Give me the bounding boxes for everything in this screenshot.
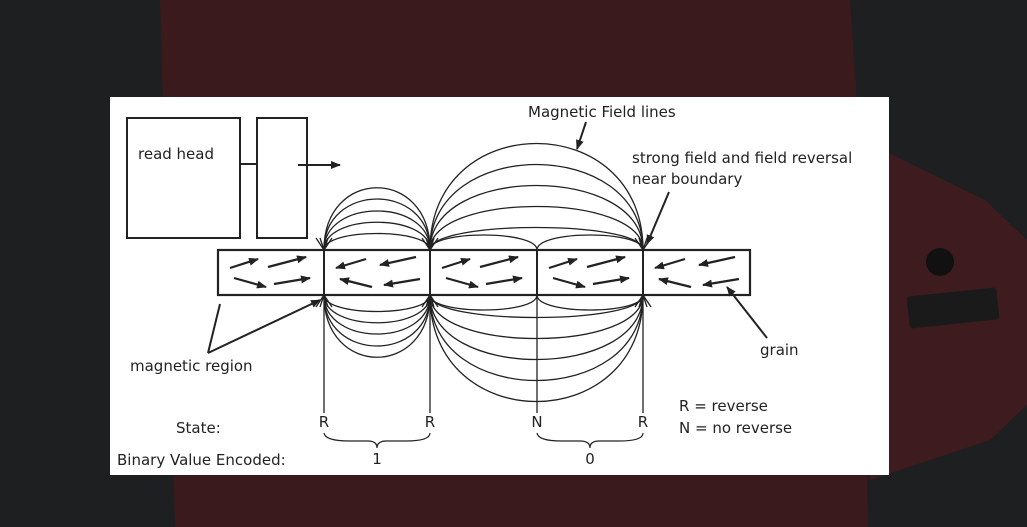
field-line <box>429 205 644 251</box>
field-line <box>323 221 431 251</box>
state-r-2: R <box>425 413 435 431</box>
magnetic-region-pointer-a <box>207 299 321 354</box>
field-fan <box>323 237 333 251</box>
grain-arrow <box>383 277 421 288</box>
field-line <box>429 164 644 251</box>
grain-arrow <box>586 255 626 269</box>
field-line <box>323 210 431 251</box>
field-fan <box>319 237 325 251</box>
strong-field-label-line1: strong field and field reversal <box>632 149 852 167</box>
grain-arrow <box>552 276 586 289</box>
grain-arrow <box>654 257 686 270</box>
diagram-panel: read head Magnetic Field lines strong fi… <box>110 97 889 475</box>
state-lines <box>323 295 644 413</box>
field-line <box>323 294 431 358</box>
field-fan <box>638 237 644 251</box>
state-label: State: <box>176 419 221 437</box>
strong-field-label-line2: near boundary <box>632 170 742 188</box>
field-line <box>323 294 431 347</box>
field-line <box>323 294 431 313</box>
read-head <box>126 117 308 239</box>
grain-arrow <box>485 275 523 286</box>
grain-arrow <box>267 255 307 269</box>
field-line <box>429 226 644 251</box>
grain-arrow <box>702 277 740 288</box>
field-fan <box>323 294 333 308</box>
knob-icon <box>926 248 954 276</box>
field-line <box>323 187 431 251</box>
grain-pointer <box>726 286 768 339</box>
read-head-label: read head <box>138 145 214 163</box>
field-fan <box>429 237 439 251</box>
grain-arrow <box>658 277 692 289</box>
grain-label: grain <box>760 341 799 359</box>
state-r-1: R <box>319 413 329 431</box>
grain-arrow <box>335 257 367 270</box>
field-line <box>323 294 431 335</box>
grain-arrow <box>479 255 519 269</box>
field-lines-pointer <box>576 121 587 150</box>
grain-arrow <box>698 255 736 267</box>
field-line <box>429 184 644 251</box>
legend-reverse: R = reverse <box>679 397 768 415</box>
field-lines-label: Magnetic Field lines <box>528 103 676 121</box>
brace-bit-0 <box>536 432 644 449</box>
grain-arrow <box>273 275 311 286</box>
magnetic-strip <box>216 248 752 297</box>
grain-arrow <box>339 277 373 289</box>
field-fan <box>429 294 439 308</box>
field-fan <box>425 237 431 251</box>
magnetic-region-label: magnetic region <box>130 357 253 375</box>
grain-arrows <box>229 255 740 289</box>
magnetic-region-pointer-b <box>207 303 221 354</box>
field-line <box>323 294 431 324</box>
magnetic-storage-diagram: read head Magnetic Field lines strong fi… <box>117 103 852 469</box>
grain-arrow <box>548 257 578 270</box>
field-line <box>429 143 644 251</box>
state-n: N <box>531 413 542 431</box>
strong-field-pointer <box>646 191 670 245</box>
field-line <box>323 198 431 251</box>
strip-outline <box>216 248 752 297</box>
field-fan <box>642 294 652 308</box>
field-fan <box>638 294 644 308</box>
brace-bit-1 <box>323 432 431 449</box>
grain-arrow <box>229 257 259 270</box>
grain-arrow <box>592 275 630 286</box>
field-fan <box>425 294 431 308</box>
state-r-3: R <box>638 413 648 431</box>
grain-arrow <box>441 257 471 270</box>
bit-value-0: 0 <box>585 450 595 468</box>
legend-no-reverse: N = no reverse <box>679 419 792 437</box>
field-line <box>323 232 431 251</box>
binary-value-label: Binary Value Encoded: <box>117 451 286 469</box>
bit-value-1: 1 <box>372 450 382 468</box>
grain-arrow <box>233 276 267 289</box>
grain-arrow <box>445 276 479 289</box>
grain-arrow <box>379 255 417 267</box>
connector-port-icon <box>906 287 1000 329</box>
